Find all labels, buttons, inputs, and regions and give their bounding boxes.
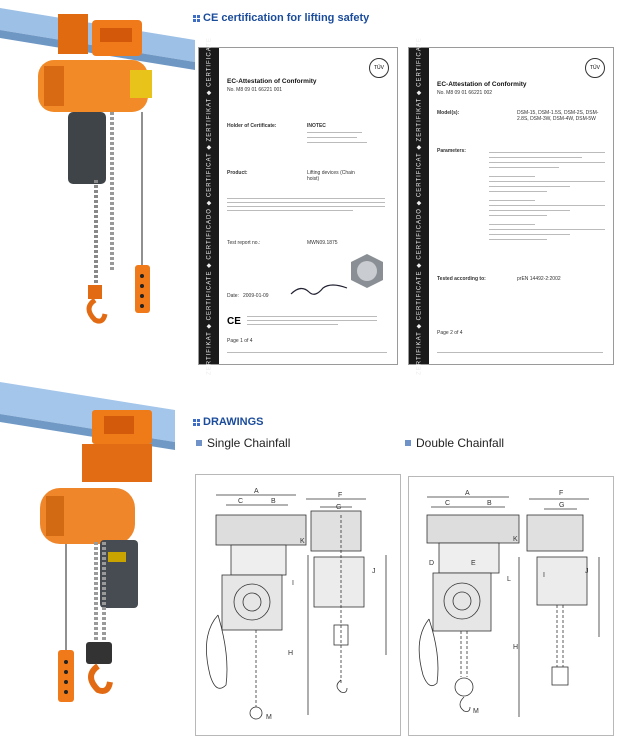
dim-label-g: G	[559, 502, 565, 509]
fine-print	[247, 316, 377, 325]
single-chainfall-label: Single Chainfall	[196, 436, 290, 450]
cert1-title: EC-Attestation of Conformity	[227, 78, 317, 85]
dim-label-d: D	[429, 560, 435, 567]
cert1-holder-name: INOTEC	[307, 123, 326, 129]
drawings-section-title: DRAWINGS	[193, 416, 264, 428]
cert2-model-value: DSM-15, DSM-1.5S, DSM-2S, DSM-2.8S, DSM-…	[517, 110, 599, 122]
drawing-single-chainfall: A B C F G K I J H M	[195, 474, 401, 736]
dim-label-f: F	[559, 490, 564, 497]
drawing-double-chainfall: A C B F G K D E L I J H M	[408, 476, 614, 736]
dim-label-h: H	[288, 650, 294, 657]
cert2-param-label: Parameters:	[437, 148, 466, 154]
dim-label-i: I	[292, 580, 294, 587]
certificate-2: ZERTIFIKAT ◆ CERTIFICATE ◆ CERTIFICADO ◆…	[408, 37, 614, 375]
certificate-band: ZERTIFIKAT ◆ CERTIFICATE ◆ CERTIFICADO ◆…	[409, 37, 429, 375]
dim-label-k: K	[300, 538, 305, 545]
cert2-page: Page 2 of 4	[437, 330, 463, 336]
tuv-seal-icon	[349, 253, 385, 294]
body-text-block	[227, 198, 385, 211]
cert1-test-report-label: Test report no.:	[227, 240, 261, 246]
dim-label-b: B	[487, 500, 492, 507]
dim-label-c: C	[445, 500, 451, 507]
cert1-date-label: Date:	[227, 293, 239, 299]
dim-label-g: G	[336, 504, 342, 511]
bullet-square-icon	[196, 440, 202, 446]
cert2-tested-label: Tested according to:	[437, 276, 486, 282]
hoist-photo-bottom	[0, 380, 195, 736]
dim-label-k: K	[513, 536, 518, 543]
ce-mark-icon: CE	[227, 316, 241, 327]
dim-label-b: B	[271, 498, 276, 505]
certificate-band: ZERTIFIKAT ◆ CERTIFICATE ◆ CERTIFICADO ◆…	[199, 37, 219, 375]
double-chainfall-label: Double Chainfall	[405, 436, 504, 450]
cert1-test-report-value: MWN09.1875	[307, 240, 338, 246]
cert1-page: Page 1 of 4	[227, 338, 253, 344]
cert1-product-label: Product:	[227, 170, 248, 176]
cert1-holder-label: Holder of Certificate:	[227, 123, 277, 129]
cert2-number: No. M8 09 01 66221 002	[437, 90, 493, 96]
dim-label-a: A	[465, 490, 470, 497]
ce-section-title: CE certification for lifting safety	[193, 12, 369, 24]
parameter-table	[489, 152, 605, 240]
dim-label-j: J	[585, 568, 589, 575]
footer-line	[227, 352, 387, 353]
single-chainfall-diagram	[206, 494, 387, 720]
hoist-photo-top	[0, 0, 195, 335]
double-chainfall-text: Double Chainfall	[416, 436, 505, 450]
tuv-logo: TÜV	[369, 58, 389, 78]
dim-label-i: I	[543, 572, 545, 579]
dim-label-j: J	[372, 568, 376, 575]
text-line	[307, 137, 357, 138]
dim-label-h: H	[513, 644, 519, 651]
cert1-number: No. M8 09 01 66221 001	[227, 87, 283, 93]
double-chainfall-diagram	[418, 496, 600, 717]
cert2-model-label: Model(s):	[437, 110, 460, 116]
dim-label-e: E	[471, 560, 476, 567]
tuv-logo: TÜV	[585, 58, 605, 78]
signature-icon	[289, 282, 349, 303]
bullet-square-icon	[405, 440, 411, 446]
single-chainfall-text: Single Chainfall	[207, 436, 291, 450]
certificate-1: ZERTIFIKAT ◆ CERTIFICATE ◆ CERTIFICADO ◆…	[198, 37, 398, 375]
cert2-tested-value: prEN 14492-2:2002	[517, 276, 561, 282]
dim-label-l: L	[507, 576, 511, 583]
drawings-section-title-text: DRAWINGS	[203, 416, 264, 428]
cert2-title: EC-Attestation of Conformity	[437, 81, 527, 88]
bullet-dots-icon	[193, 14, 200, 22]
ce-section-title-text: CE certification for lifting safety	[203, 12, 370, 24]
text-line	[307, 132, 362, 133]
footer-line	[437, 352, 603, 353]
cert1-date-value: 2009-01-09	[243, 293, 269, 299]
dim-label-m: M	[266, 714, 272, 721]
bullet-dots-icon	[193, 418, 200, 426]
cert1-product-value: Lifting devices (Chain hoist)	[307, 170, 355, 182]
dim-label-f: F	[338, 492, 343, 499]
text-line	[307, 142, 367, 143]
dim-label-a: A	[254, 488, 259, 495]
dim-label-m: M	[473, 708, 479, 715]
dim-label-c: C	[238, 498, 244, 505]
